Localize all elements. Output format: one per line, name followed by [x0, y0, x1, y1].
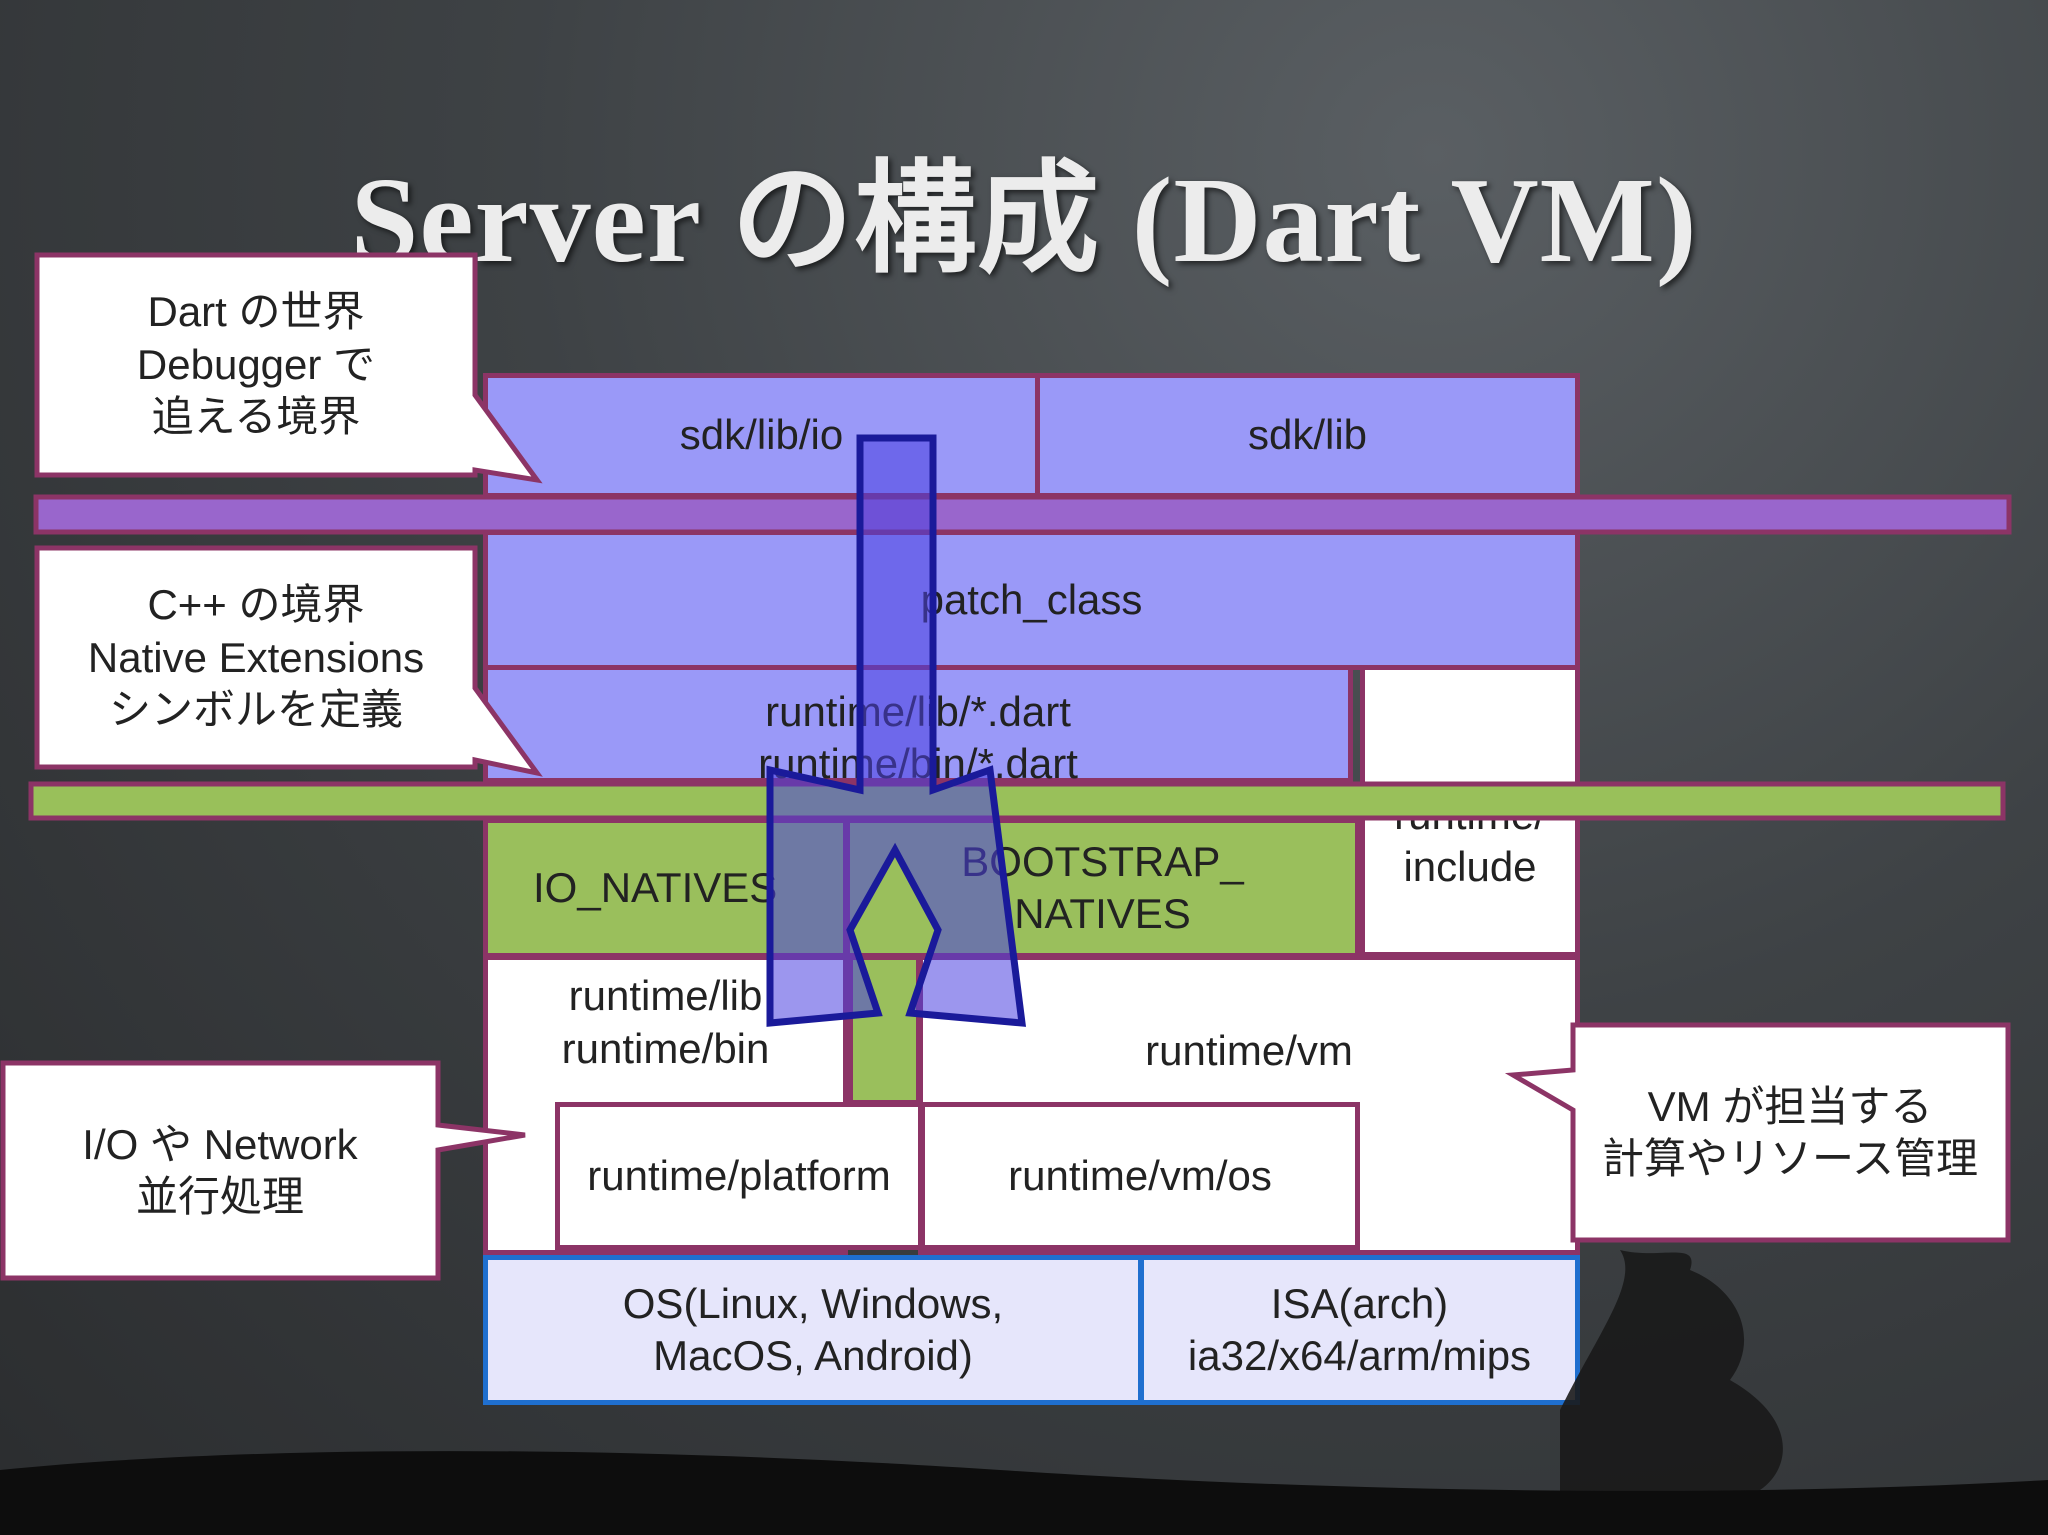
callout-vm-resources — [1504, 1022, 2011, 1243]
cpp-boundary-band — [28, 781, 2006, 821]
callout-io-network-text: I/O や Network 並行処理 — [82, 1120, 358, 1221]
layer-runtime-vm-os: runtime/vm/os — [920, 1102, 1360, 1250]
layer-sdk-lib-io: sdk/lib/io — [483, 373, 1040, 498]
callout-cpp-boundary-text: C++ の境界 Native Extensions シンボルを定義 — [87, 581, 425, 734]
callout-dart-world — [34, 252, 543, 484]
callout-vm-resources-text: VM が担当する 計算やリソース管理 — [1602, 1082, 1978, 1183]
callout-dart-world-text: Dart の世界 Debugger で 追える境界 — [136, 288, 376, 441]
callout-cpp-boundary — [34, 545, 543, 777]
layer-runtime-platform: runtime/platform — [555, 1102, 923, 1250]
layer-os: OS(Linux, Windows, MacOS, Android) — [483, 1255, 1143, 1405]
slide-title: Server の構成 (Dart VM) — [350, 153, 1698, 288]
dart-boundary-band — [33, 494, 2012, 535]
layer-sdk-lib: sdk/lib — [1035, 373, 1580, 498]
callout-io-network — [0, 1060, 526, 1281]
down-arrow — [766, 434, 1027, 1027]
ground-silhouette — [0, 1451, 2048, 1535]
layer-isa: ISA(arch) ia32/x64/arm/mips — [1139, 1255, 1580, 1405]
tree-silhouette — [1560, 1250, 1783, 1500]
